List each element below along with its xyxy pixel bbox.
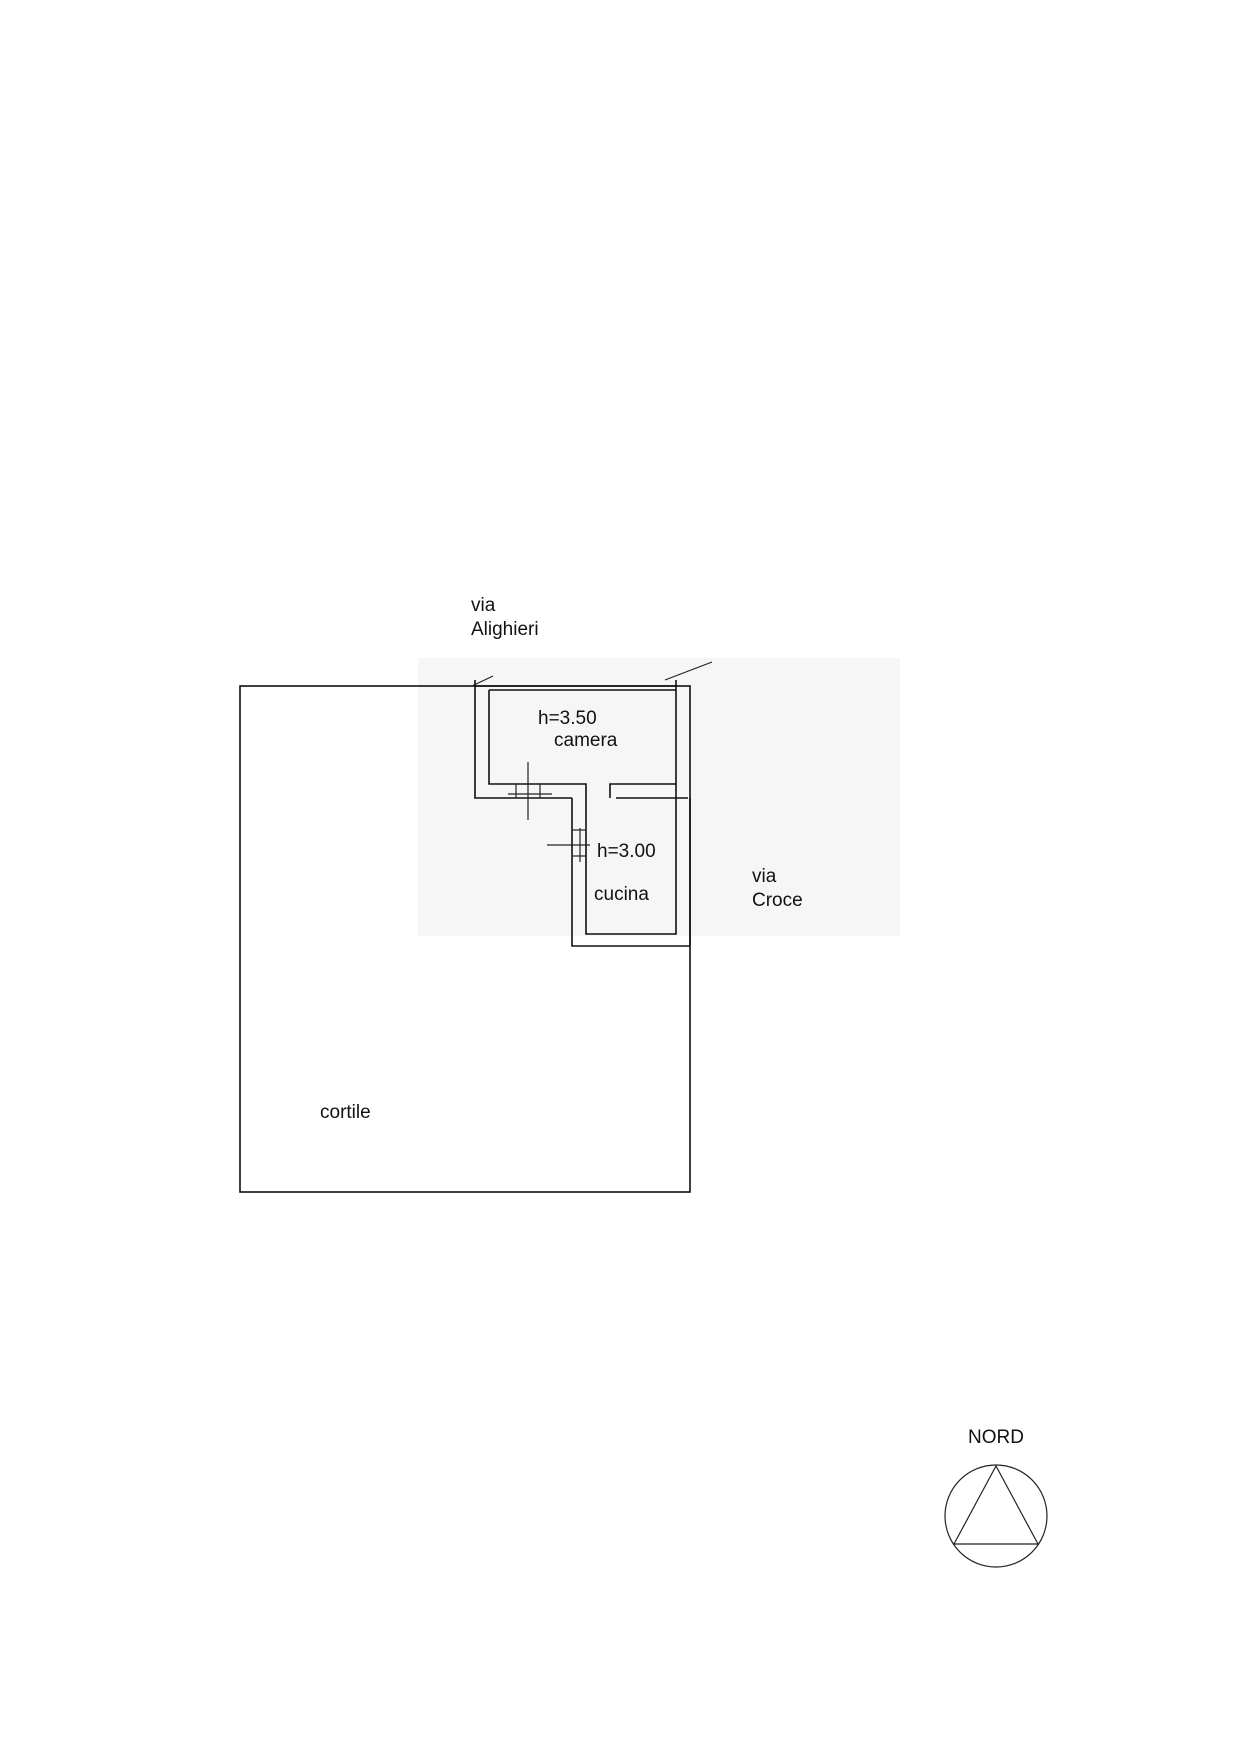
street-label-east-line1: via	[752, 866, 777, 887]
cucina-walls	[571, 798, 691, 947]
scan-shade	[418, 658, 900, 936]
north-label: NORD	[968, 1427, 1024, 1448]
room-height-camera: h=3.50	[538, 708, 597, 729]
room-name-camera: camera	[554, 730, 618, 751]
room-height-cucina: h=3.00	[597, 841, 656, 862]
courtyard-label: cortile	[320, 1102, 371, 1123]
street-label-north-line2: Alighieri	[471, 619, 539, 640]
street-label-east-line2: Croce	[752, 890, 803, 911]
north-arrow-icon	[944, 1464, 1048, 1568]
street-edge-right	[664, 661, 713, 681]
room-name-cucina: cucina	[594, 884, 649, 905]
street-label-north-line1: via	[471, 595, 496, 616]
opening-markers	[508, 762, 590, 862]
